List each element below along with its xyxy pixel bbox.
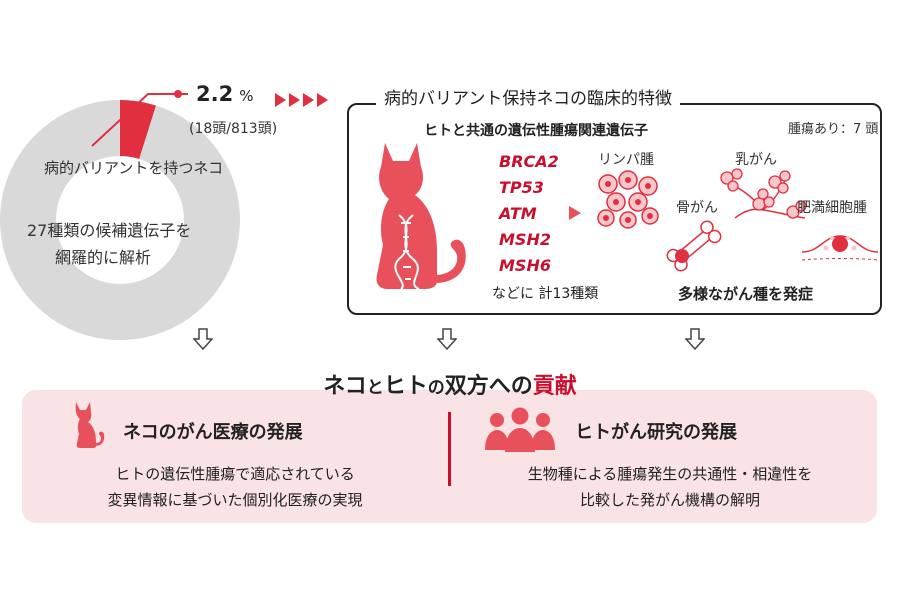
donut-chart bbox=[0, 100, 240, 340]
label-lymphoma: リンパ腫 bbox=[598, 152, 654, 168]
percentage-value: 2.2% bbox=[196, 82, 254, 106]
cancer-types-summary: 多様ながん種を発症 bbox=[678, 285, 814, 303]
down-arrow-icon bbox=[437, 328, 457, 350]
human-cancer-heading: ヒトがん研究の発展 bbox=[575, 422, 737, 443]
lymphoma-icon bbox=[597, 170, 659, 229]
gene-atm: ATM bbox=[499, 204, 537, 223]
cat-cancer-heading: ネコのがん医療の発展 bbox=[123, 422, 303, 443]
leader-line bbox=[91, 90, 188, 147]
label-mast-cell-tumor: 肥満細胞腫 bbox=[797, 200, 867, 216]
donut-label-mid-2: 網羅的に解析 bbox=[55, 248, 152, 267]
mast-cell-tumor-icon bbox=[801, 235, 879, 261]
gene-brca2: BRCA2 bbox=[499, 152, 559, 171]
triangle-right-icon bbox=[569, 206, 581, 220]
percentage-unit: % bbox=[239, 87, 254, 105]
gene-more-text: などに 計13種類 bbox=[492, 286, 599, 302]
donut-label-top: 病的バリアントを持つネコ bbox=[44, 159, 224, 177]
breast-cancer-icon bbox=[720, 168, 807, 219]
gene-msh2: MSH2 bbox=[499, 230, 551, 249]
cat-cancer-line-2: 変異情報に基づいた個別化医療の実現 bbox=[107, 491, 363, 509]
contribution-title: ネコとヒトの双方への貢献 bbox=[323, 374, 577, 399]
human-cancer-line-2: 比較した発がん機構の解明 bbox=[579, 491, 760, 509]
bone-cancer-icon bbox=[666, 220, 722, 272]
triangle-arrows-icon bbox=[275, 93, 328, 107]
cat-dna-icon bbox=[376, 143, 466, 290]
donut-highlight-slice bbox=[120, 100, 156, 159]
divider bbox=[448, 412, 451, 486]
cat-icon bbox=[75, 402, 105, 448]
percentage-count: (18頭/813頭) bbox=[189, 121, 278, 137]
cat-cancer-line-1: ヒトの遺伝性腫瘍で適応されている bbox=[115, 465, 355, 483]
people-group-icon bbox=[485, 407, 555, 452]
label-bone-cancer: 骨がん bbox=[676, 200, 718, 216]
human-cancer-line-1: 生物種による腫瘍発生の共通性・相違性を bbox=[527, 465, 813, 483]
gene-heading: ヒトと共通の遺伝性腫瘍関連遺伝子 bbox=[424, 123, 648, 139]
donut-label-mid-1: 27種類の候補遺伝子を bbox=[27, 221, 192, 240]
panel-title: 病的バリアント保持ネコの臨床的特徴 bbox=[376, 84, 680, 109]
label-breast-cancer: 乳がん bbox=[735, 152, 777, 168]
tumor-count: 腫瘍あり：7 頭 bbox=[788, 122, 879, 137]
gene-tp53: TP53 bbox=[499, 178, 544, 197]
gene-msh6: MSH6 bbox=[499, 256, 551, 275]
down-arrow-icon bbox=[193, 328, 213, 350]
down-arrow-icon bbox=[685, 328, 705, 350]
